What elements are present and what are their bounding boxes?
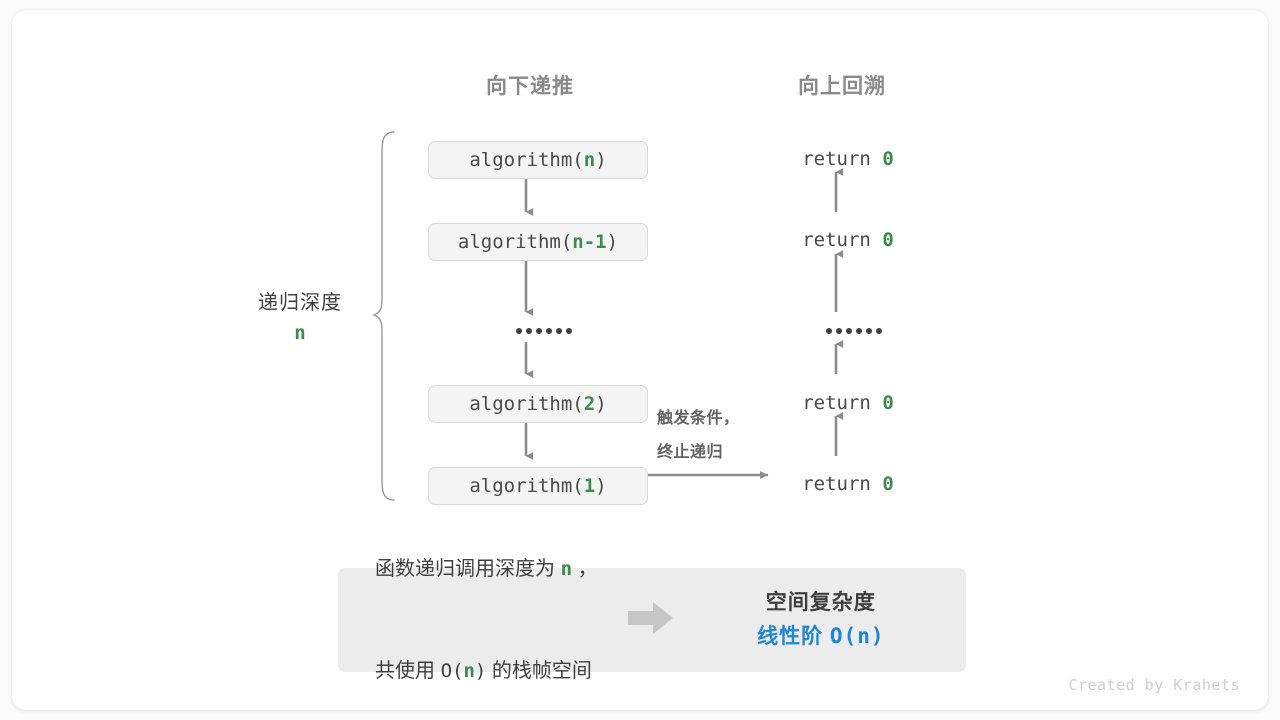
summary-description: 函数递归调用深度为 n ， 共使用 O(n) 的栈帧空间 — [375, 484, 598, 720]
return-label-3: return 0 — [802, 392, 894, 414]
call-box-text: algorithm(2) — [469, 393, 607, 415]
return-label-2: return 0 — [802, 229, 894, 251]
summary-line-1: 函数递归调用深度为 n ， — [375, 558, 598, 580]
recursion-depth-text: 递归深度 — [258, 292, 342, 314]
right-arrow-icon — [627, 601, 674, 640]
return-ellipsis-icon — [826, 328, 882, 334]
summary-result-title: 空间复杂度 — [765, 590, 876, 614]
summary-result: 空间复杂度 线性阶 O(n) — [694, 587, 948, 654]
return-label-4: return 0 — [802, 473, 894, 495]
column-header-recurse-down: 向下递推 — [486, 75, 574, 98]
recursion-depth-label: 递归深度 n — [232, 290, 368, 344]
column-header-return-up: 向上回溯 — [798, 75, 886, 98]
summary-result-complexity: 线性阶 O(n) — [757, 623, 885, 648]
call-box-n: algorithm(n) — [428, 141, 648, 179]
diagram-card: 向下递推 向上回溯 — [12, 10, 1268, 710]
return-label-1: return 0 — [802, 148, 894, 170]
call-box-text: algorithm(1) — [469, 475, 607, 497]
summary-panel: 函数递归调用深度为 n ， 共使用 O(n) 的栈帧空间 空间复杂度 线性阶 O… — [338, 558, 966, 682]
credit-text: Created by Krahets — [1068, 676, 1240, 694]
call-box-n-minus-1: algorithm(n-1) — [428, 223, 648, 261]
call-box-2: algorithm(2) — [428, 385, 648, 423]
recursion-depth-value: n — [294, 322, 306, 344]
base-case-note: 触发条件， 终止递归 — [657, 402, 740, 470]
summary-line-2: 共使用 O(n) 的栈帧空间 — [375, 660, 592, 682]
base-case-note-line1: 触发条件， — [657, 410, 740, 427]
call-stack-ellipsis-icon — [516, 328, 572, 334]
base-case-note-line2: 终止递归 — [657, 444, 724, 461]
call-box-text: algorithm(n) — [469, 149, 607, 171]
call-box-1: algorithm(1) — [428, 467, 648, 505]
call-box-text: algorithm(n-1) — [457, 231, 619, 253]
